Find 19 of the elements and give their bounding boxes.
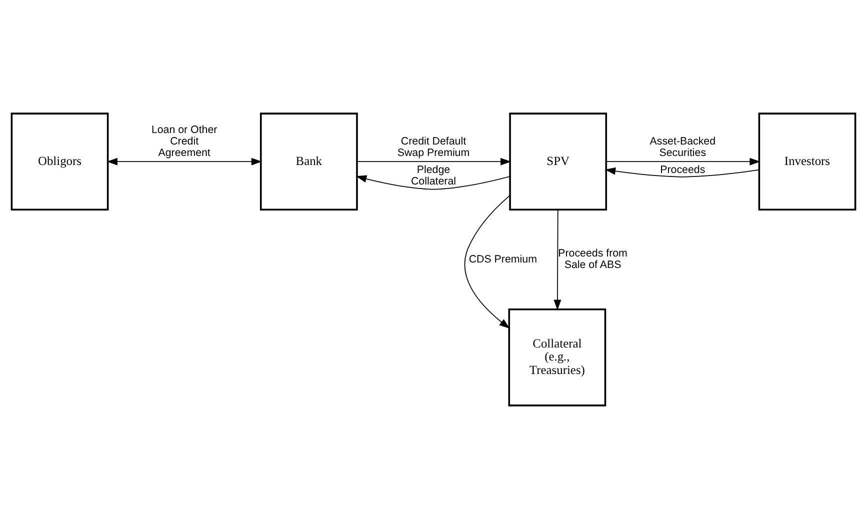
arrow [356,175,510,190]
arrow [554,209,562,310]
arrow [356,158,512,166]
arrow [464,194,510,329]
arrow [106,158,262,166]
arrow [604,167,760,178]
edge-label: CDS Premium [468,253,537,266]
edge-label: Credit Default Swap Premium [397,135,470,159]
node-box: SPV [509,112,608,211]
node-box: Investors [758,112,856,211]
edge-label: Loan or Other Credit Agreement [151,124,218,159]
edge-label: Pledge Collateral [410,164,456,188]
edge-label: Proceeds from Sale of ABS [558,247,628,272]
node-box: Obligors [10,112,109,211]
node-box: Collateral (e.g., Treasuries) [508,308,606,406]
edge-label: Proceeds [660,164,706,176]
arrow [606,158,760,166]
node-box: Bank [260,112,358,211]
edge-label: Asset-Backed Securities [650,135,716,159]
